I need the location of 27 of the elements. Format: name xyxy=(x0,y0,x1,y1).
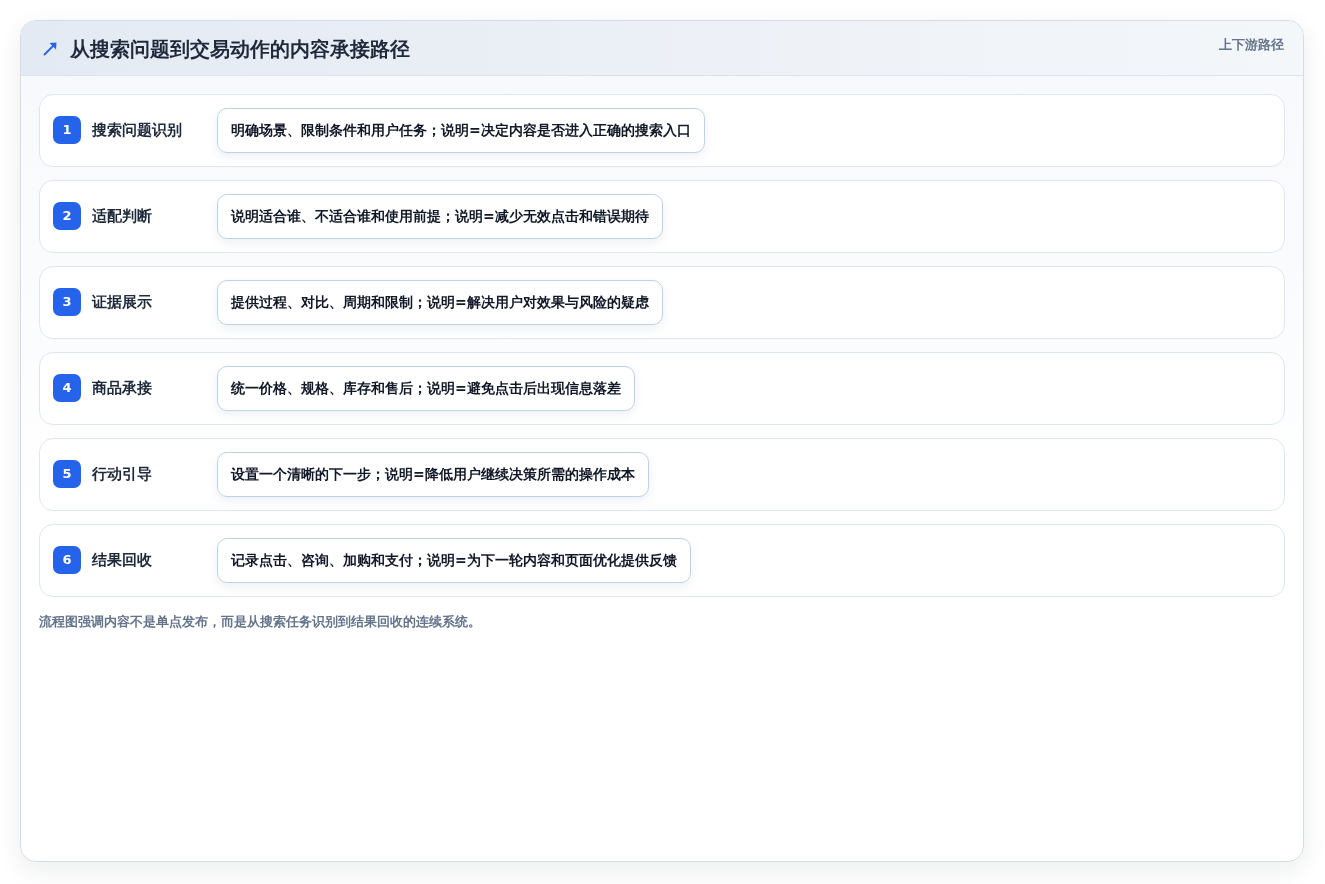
step-card xyxy=(39,94,1285,167)
header-label: 上下游路径 xyxy=(1219,36,1284,54)
step-card xyxy=(39,524,1285,597)
step-number-badge: 6 xyxy=(53,546,81,574)
step-number-badge: 5 xyxy=(53,460,81,488)
step-card xyxy=(39,266,1285,339)
step-name: 搜索问题识别 xyxy=(92,120,182,140)
step-name: 结果回收 xyxy=(92,550,152,570)
step-card xyxy=(39,180,1285,253)
step-number-badge: 3 xyxy=(53,288,81,316)
step-number-badge: 4 xyxy=(53,374,81,402)
step-number-badge: 1 xyxy=(53,116,81,144)
description-box: 说明适合谁、不适合谁和使用前提；说明=减少无效点击和错误期待 xyxy=(217,194,663,239)
description-box: 提供过程、对比、周期和限制；说明=解决用户对效果与风险的疑虑 xyxy=(217,280,663,325)
step-card xyxy=(39,352,1285,425)
step-number-badge: 2 xyxy=(53,202,81,230)
title: 从搜索问题到交易动作的内容承接路径 xyxy=(70,36,410,62)
step-card xyxy=(39,438,1285,511)
step-name: 行动引导 xyxy=(92,464,152,484)
step-name: 适配判断 xyxy=(92,206,152,226)
caption: 流程图强调内容不是单点发布，而是从搜索任务识别到结果回收的连续系统。 xyxy=(39,613,481,631)
step-name: 商品承接 xyxy=(92,378,152,398)
description-box: 明确场景、限制条件和用户任务；说明=决定内容是否进入正确的搜索入口 xyxy=(217,108,705,153)
description-box: 统一价格、规格、库存和售后；说明=避免点击后出现信息落差 xyxy=(217,366,635,411)
step-name: 证据展示 xyxy=(92,292,152,312)
description-box: 记录点击、咨询、加购和支付；说明=为下一轮内容和页面优化提供反馈 xyxy=(217,538,691,583)
description-box: 设置一个清晰的下一步；说明=降低用户继续决策所需的操作成本 xyxy=(217,452,649,497)
